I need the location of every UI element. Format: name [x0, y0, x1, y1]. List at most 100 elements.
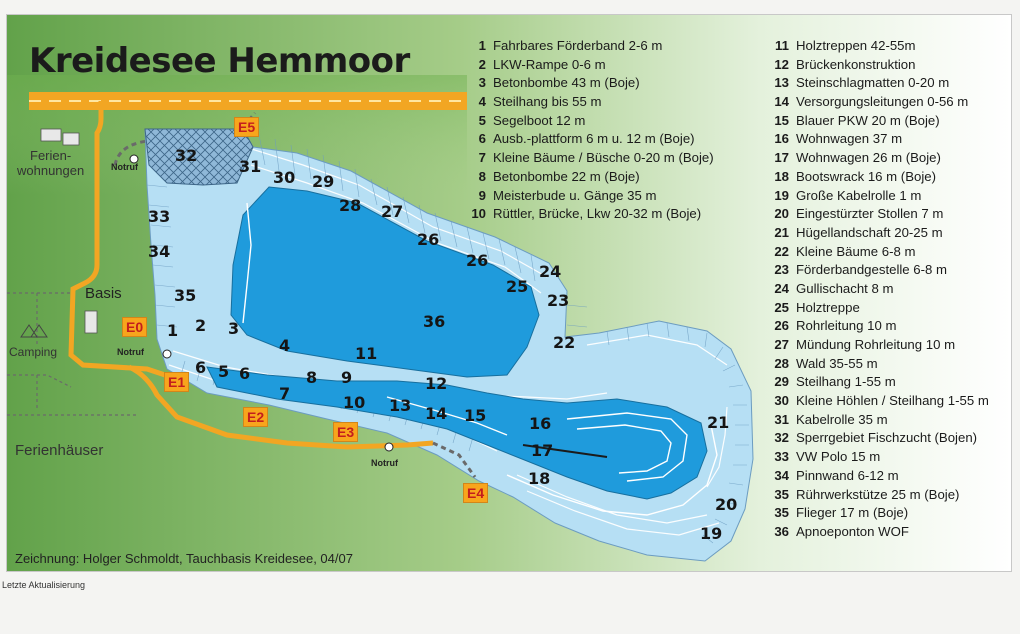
legend-number: 14 [774, 94, 789, 110]
label-camping: Camping [9, 345, 58, 359]
legend-number: 31 [774, 411, 789, 427]
site-number: 31 [239, 157, 262, 176]
legend-number: 33 [774, 449, 789, 465]
legend-text: Flieger 17 m (Boje) [796, 505, 909, 521]
terrace-lines [242, 202, 718, 516]
site-number: 18 [528, 469, 551, 488]
site-number: 1 [167, 321, 179, 340]
site-number: 8 [306, 368, 318, 387]
legend-text: Wald 35-55 m [796, 355, 878, 371]
entry-e1: E1 [164, 372, 190, 392]
legend-text: Steinschlagmatten 0-20 m [796, 75, 950, 91]
legend-text: Apnoeponton WOF [796, 523, 909, 539]
legend-number: 20 [774, 206, 789, 222]
legend-text: Segelboot 12 m [493, 112, 586, 128]
legend-text: Kabelrolle 35 m [796, 411, 888, 427]
entry-e0: E0 [122, 317, 148, 337]
legend-text: Kleine Bäume 6-8 m [796, 243, 916, 259]
notruf-label-north: Notruf [111, 162, 138, 172]
legend-item: 29 Steilhang 1-55 m [769, 373, 989, 392]
legend-text: Wohnwagen 37 m [796, 131, 903, 147]
legend-number: 2 [478, 56, 486, 72]
entry-e5: E5 [234, 117, 260, 137]
buildings [40, 128, 98, 334]
legend-text: Sperrgebiet Fischzucht (Bojen) [796, 430, 978, 446]
legend-number: 15 [774, 112, 789, 128]
site-number: 33 [148, 207, 171, 226]
site-number: 21 [707, 413, 730, 432]
legend-number: 24 [774, 280, 789, 296]
site-number: 19 [700, 524, 723, 543]
legend-text: Hügellandschaft 20-25 m [796, 224, 943, 240]
legend-number: 6 [478, 131, 486, 147]
legend-text: Holztreppen 42-55m [796, 38, 916, 53]
camping-tent-icon [20, 324, 48, 338]
legend-number: 16 [774, 131, 789, 147]
site-number: 3 [228, 319, 240, 338]
lake-map [7, 15, 1011, 571]
legend-number: 1 [478, 38, 486, 53]
site-number: 10 [343, 393, 366, 412]
site-number: 13 [389, 396, 412, 415]
legend-item: 36 Apnoeponton WOF [769, 523, 989, 542]
legend-number: 35 [774, 505, 789, 521]
site-number: 4 [279, 336, 291, 355]
map-card: Kreidesee Hemmoor Ferien- wohnungen Basi… [6, 14, 1012, 572]
legend-number: 11 [775, 38, 789, 53]
entry-e3: E3 [333, 422, 359, 442]
legend-text: Gullischacht 8 m [796, 280, 894, 296]
legend-text: Rüttler, Brücke, Lkw 20-32 m (Boje) [493, 206, 702, 222]
legend-item: 6 Ausb.-plattform 6 m u. 12 m (Boje) [465, 130, 714, 149]
site-number: 20 [715, 495, 738, 514]
legend-number: 30 [774, 393, 789, 409]
legend-text: Bootswrack 16 m (Boje) [796, 168, 936, 184]
legend-text: Ausb.-plattform 6 m u. 12 m (Boje) [493, 131, 695, 147]
legend-item: 31 Kabelrolle 35 m [769, 411, 989, 430]
legend-item: 24 Gullischacht 8 m [769, 280, 989, 299]
legend-number: 36 [774, 523, 789, 539]
legend-text: Steilhang bis 55 m [493, 94, 602, 110]
legend-item: 4 Steilhang bis 55 m [465, 93, 714, 112]
site-number: 36 [423, 312, 446, 331]
last-update-label: Letzte Aktualisierung [2, 580, 86, 590]
legend-text: Mündung Rohrleitung 10 m [796, 337, 956, 352]
legend-number: 18 [774, 168, 789, 184]
legend-number: 9 [478, 187, 486, 203]
legend-number: 13 [774, 75, 789, 91]
legend-item: 33 VW Polo 15 m [769, 448, 989, 467]
lake-deep-channel [206, 366, 708, 500]
legend-text: Steilhang 1-55 m [796, 374, 896, 390]
legend-text: Kleine Höhlen / Steilhang 1-55 m [796, 393, 989, 409]
entry-e2: E2 [243, 407, 269, 427]
roads [29, 92, 477, 478]
legend-text: Kleine Bäume / Büsche 0-20 m (Boje) [493, 150, 714, 166]
legend-number: 26 [774, 318, 789, 334]
lake-deep-main [230, 186, 540, 378]
label-basis: Basis [85, 285, 122, 302]
site-number: 17 [531, 441, 554, 460]
site-number: 35 [174, 286, 197, 305]
legend-number: 4 [478, 94, 486, 110]
legend-number: 29 [774, 374, 789, 390]
site-number: 9 [341, 368, 353, 387]
legend-number: 3 [478, 75, 486, 91]
map-title: Kreidesee Hemmoor [29, 41, 410, 81]
site-number: 2 [195, 316, 207, 335]
legend-text: VW Polo 15 m [796, 449, 881, 465]
site-number: 28 [339, 196, 362, 215]
site-number: 5 [218, 362, 230, 381]
legend-number: 27 [774, 337, 789, 352]
